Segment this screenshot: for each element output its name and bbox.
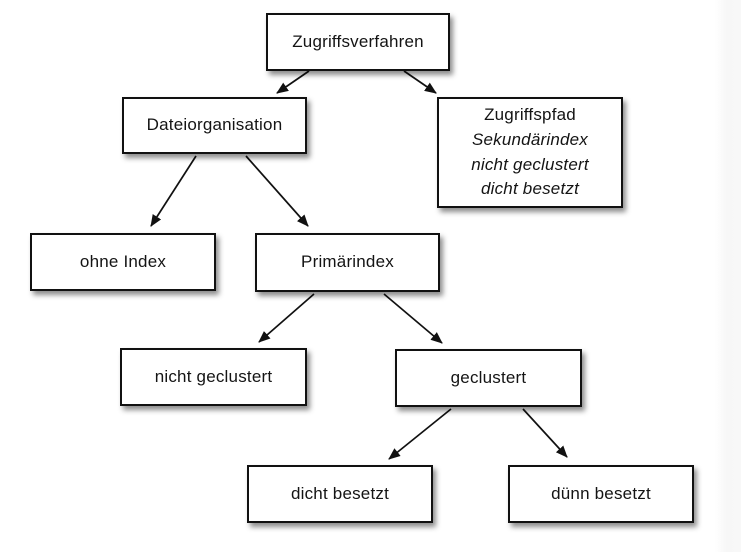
node-zugriffsverfahren: Zugriffsverfahren — [266, 13, 450, 71]
node-label: Zugriffsverfahren — [292, 31, 424, 51]
arrow-dateiorganisation-primaerindex — [245, 155, 309, 227]
arrow-primaerindex-geclustert — [383, 293, 443, 344]
arrow-primaerindex-nicht-geclustert — [258, 293, 315, 343]
node-label: nicht geclustert — [154, 366, 273, 386]
node-label: dünn besetzt — [551, 483, 651, 503]
node-label: Primärindex — [301, 252, 394, 272]
node-label-line1: Zugriffspfad — [484, 105, 576, 125]
node-label: ohne Index — [79, 251, 167, 271]
node-label: geclustert — [450, 367, 527, 387]
node-ohne-index: ohne Index — [30, 233, 216, 291]
arrow-zugriffsverfahren-dateiorganisation — [276, 70, 310, 94]
node-dicht-besetzt: dicht besetzt — [247, 465, 433, 523]
arrow-geclustert-duenn-besetzt — [522, 408, 568, 458]
node-label-line2: Sekundärindex — [471, 129, 588, 149]
node-nicht-geclustert: nicht geclustert — [120, 348, 307, 406]
arrow-geclustert-dicht-besetzt — [388, 408, 452, 460]
node-label: dicht besetzt — [290, 483, 390, 503]
node-zugriffspfad: Zugriffspfad Sekundärindex nicht geclust… — [437, 97, 623, 208]
node-primaerindex: Primärindex — [255, 233, 440, 292]
node-duenn-besetzt: dünn besetzt — [508, 465, 694, 523]
arrow-dateiorganisation-ohne-index — [150, 155, 197, 227]
node-label-line3: nicht geclustert — [471, 154, 589, 174]
arrow-zugriffsverfahren-zugriffspfad — [403, 70, 437, 94]
node-dateiorganisation: Dateiorganisation — [122, 97, 307, 154]
node-geclustert: geclustert — [395, 349, 582, 407]
node-label-line4: dicht besetzt — [480, 179, 580, 199]
node-label: Dateiorganisation — [146, 115, 283, 135]
